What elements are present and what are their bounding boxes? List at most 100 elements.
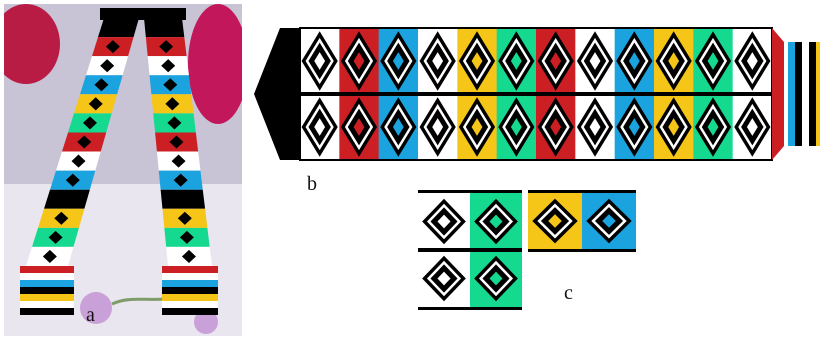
leg-right-cuff-0 — [162, 266, 218, 273]
pattern-diamond-r1-c7 — [576, 97, 614, 157]
leg-left-cuff-1 — [20, 273, 74, 280]
pattern-diamond-r0-c3 — [419, 31, 456, 91]
leg-right-cuff-6 — [162, 308, 218, 315]
leg-left-cuff-4 — [20, 294, 74, 301]
pattern-diamond-r0-c10-centre — [707, 52, 719, 70]
leg-left-motif-10 — [54, 211, 69, 225]
leg-right-motif-3 — [163, 78, 178, 92]
leg-right-motif-0 — [157, 21, 172, 35]
pattern-diamond-r1-c2 — [380, 97, 417, 157]
leg-left-motif-4 — [88, 97, 103, 111]
pattern-diamond-r0-c4 — [458, 31, 496, 91]
hat-right — [188, 4, 242, 124]
pattern-diamond-r1-c0-centre — [314, 118, 326, 136]
leg-right-cuff-2 — [162, 280, 218, 287]
waistband — [100, 8, 186, 20]
panel-label-a: a — [86, 304, 95, 326]
leg-right-motif-8 — [173, 173, 188, 187]
pattern-diamond-r1-c1-centre — [353, 118, 365, 136]
pattern-diamond-r1-c10 — [694, 97, 732, 157]
panel-label-c: c — [564, 282, 573, 304]
pattern-diamond-r0-c9-centre — [668, 52, 680, 70]
pattern-diamond-r0-c4-centre — [471, 52, 483, 70]
leg-right-motif-6 — [169, 135, 184, 149]
swatch-c1-bottom-line — [418, 307, 522, 310]
swatch-c1-diamond-r1-c1-centre — [489, 271, 503, 286]
flower-embroidery-left — [80, 292, 112, 324]
pattern-diamond-r0-c1 — [340, 31, 378, 91]
leg-left-motif-6 — [77, 135, 92, 149]
pattern-diamond-r0-c10 — [694, 31, 732, 91]
knitting-pattern-chart — [254, 27, 820, 161]
swatch-c2-top-line — [528, 190, 636, 193]
pattern-diamond-r1-c10-centre — [707, 118, 719, 136]
swatch-c1-diamond-r0-c0-centre — [437, 214, 451, 229]
swatch-c2-diamond-r0-c1-centre — [602, 214, 616, 228]
leg-right-motif-4 — [165, 97, 180, 111]
hat-left — [4, 4, 60, 84]
leg-right-cuff-5 — [162, 301, 218, 308]
swatch-c1-diamond-r1-c0-centre — [437, 271, 451, 286]
leg-right-cuff-3 — [162, 287, 218, 294]
leg-left-cuff-5 — [20, 301, 74, 308]
swatch-c2-diamond-r0-c0 — [532, 198, 578, 244]
pattern-swatch-white-green — [418, 190, 522, 310]
leg-left-cuff-0 — [20, 266, 74, 273]
pattern-diamond-r0-c7 — [576, 31, 614, 91]
swatch-c1-diamond-r1-c0 — [422, 255, 466, 302]
pattern-diamond-r1-c5-centre — [510, 118, 522, 136]
swatch-c1-top-line — [418, 190, 522, 193]
leg-right-motif-1 — [159, 40, 174, 54]
leg-right-motif-12 — [181, 249, 196, 263]
pattern-diamond-r0-c2 — [380, 31, 417, 91]
leg-right-motif-7 — [171, 154, 186, 168]
swatch-c1-diamond-r0-c1 — [474, 198, 518, 245]
leg-left-motif-8 — [65, 173, 80, 187]
pattern-diamond-r1-c4-centre — [471, 118, 483, 136]
leg-left-motif-5 — [82, 116, 97, 130]
leg-left-cuff-6 — [20, 308, 74, 315]
swatch-c1-diamond-r0-c1-centre — [489, 214, 503, 229]
pattern-cuff-gap — [784, 42, 788, 146]
pattern-diamond-r0-c11 — [734, 31, 771, 91]
pattern-diamond-r0-c8-centre — [628, 52, 640, 70]
leg-right-motif-5 — [167, 116, 182, 130]
leg-right-motif-10 — [177, 211, 192, 225]
leg-left-motif-9 — [60, 192, 75, 206]
pattern-right-cuff — [772, 28, 784, 160]
pattern-diamond-r1-c7-centre — [589, 118, 601, 136]
pattern-diamond-r1-c11-centre — [746, 118, 758, 136]
pattern-end-stripe-3 — [809, 42, 816, 146]
pattern-diamond-r1-c9-centre — [668, 118, 680, 136]
leg-left-motif-2 — [100, 59, 115, 73]
leg-left-motif-7 — [71, 154, 86, 168]
leg-left-motif-3 — [94, 78, 109, 92]
pattern-diamond-r1-c6-centre — [550, 118, 562, 136]
pattern-diamond-r0-c6-centre — [550, 52, 562, 70]
leg-left-motif-11 — [48, 230, 63, 244]
pattern-diamond-r0-c5-centre — [510, 52, 522, 70]
swatch-c2-diamond-r0-c0-centre — [548, 214, 562, 228]
leg-left-cuff-2 — [20, 280, 74, 287]
pattern-diamond-r1-c8-centre — [628, 118, 640, 136]
swatch-c1-diamond-r0-c0 — [422, 198, 466, 245]
pattern-end-stripe-2 — [802, 42, 809, 146]
knitted-leggings-photo — [4, 4, 242, 336]
leg-right-motif-2 — [161, 59, 176, 73]
pattern-diamond-r1-c11 — [734, 97, 771, 157]
leg-right-motif-11 — [179, 230, 194, 244]
panel-label-b: b — [307, 173, 317, 195]
leg-left-motif-12 — [42, 249, 57, 263]
pattern-diamond-r0-c7-centre — [589, 52, 601, 70]
pattern-end-stripe-1 — [795, 42, 802, 146]
pattern-diamond-r1-c3 — [419, 97, 456, 157]
leg-left-motif-1 — [105, 40, 120, 54]
leg-right-motif-9 — [175, 192, 190, 206]
pattern-end-stripe-0 — [788, 42, 795, 146]
flower-embroidery-right — [194, 310, 218, 334]
swatch-c1-row-divider — [418, 248, 522, 252]
leg-left-cuff-3 — [20, 287, 74, 294]
leg-left-motif-0 — [111, 21, 126, 35]
pattern-diamond-r0-c1-centre — [353, 52, 365, 70]
leg-right-cuff-1 — [162, 273, 218, 280]
